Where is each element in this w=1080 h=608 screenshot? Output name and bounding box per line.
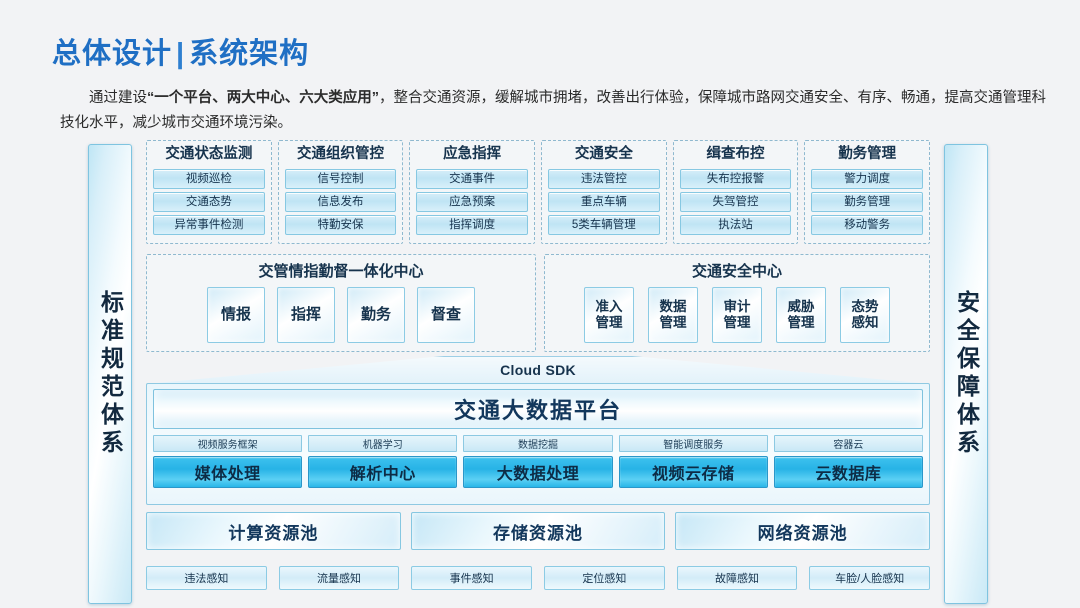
service-label[interactable]: 容器云 (773, 435, 924, 452)
sensing-layer: 违法感知 流量感知 事件感知 定位感知 故障感知 车脸/人脸感知 (146, 566, 931, 590)
app-item[interactable]: 异常事件检测 (153, 214, 265, 235)
resource-pool[interactable]: 计算资源池 (146, 512, 401, 550)
service-label[interactable]: 视频服务框架 (153, 435, 303, 452)
page-title: 总体设计|系统架构 (52, 30, 309, 72)
architecture-diagram: 标准规范体系 安全保障体系 交通状态监测 视频巡检 交通态势 异常事件检测 交通… (88, 140, 988, 608)
center-item[interactable]: 态势感知 (840, 287, 890, 343)
app-group-title: 交通状态监测 (165, 146, 253, 162)
app-item[interactable]: 5类车辆管理 (548, 214, 660, 235)
intro-highlight: “一个平台、两大中心、六大类应用” (147, 90, 379, 106)
page-title-sub: 系统架构 (189, 38, 310, 70)
sensing-item[interactable]: 事件感知 (411, 566, 533, 590)
center-item[interactable]: 数据管理 (648, 287, 698, 343)
app-item[interactable]: 指挥调度 (416, 214, 529, 235)
sensing-item[interactable]: 故障感知 (676, 566, 798, 590)
app-group-title: 缉查布控 (706, 146, 765, 162)
app-group-title: 交通安全 (574, 146, 633, 162)
sensing-item[interactable]: 违法感知 (146, 566, 267, 590)
app-item[interactable]: 移动警务 (811, 214, 924, 235)
app-item[interactable]: 失布控报警 (679, 168, 792, 189)
app-group-traffic-state-monitoring[interactable]: 交通状态监测 视频巡检 交通态势 异常事件检测 (146, 140, 272, 244)
layer-stack: 交通状态监测 视频巡检 交通态势 异常事件检测 交通组织管控 信号控制 信息发布… (146, 140, 931, 608)
app-item[interactable]: 失驾管控 (679, 191, 792, 212)
center-item[interactable]: 准入管理 (584, 287, 634, 343)
center-layer: 交管情指勤督一体化中心 情报 指挥 勤务 督查 交通安全中心 准入管理 数据管理… (146, 254, 930, 352)
center-items: 准入管理 数据管理 审计管理 威胁管理 态势感知 (555, 287, 919, 343)
center-item[interactable]: 威胁管理 (776, 287, 826, 343)
center-item[interactable]: 督查 (417, 287, 475, 343)
sensing-item[interactable]: 定位感知 (544, 566, 665, 590)
page-title-main: 总体设计 (52, 38, 173, 70)
center-item[interactable]: 勤务 (347, 287, 405, 343)
intro-text-2: ，整合交通资源，缓解城市拥堵，改善出行体验，保障城市路网交通安全、有序、畅通，提… (60, 90, 1046, 132)
platform-service-labels: 视频服务框架 机器学习 数据挖掘 智能调度服务 容器云 (153, 435, 924, 452)
resource-pool[interactable]: 存储资源池 (410, 512, 666, 550)
app-group-emergency-command[interactable]: 应急指挥 交通事件 应急预案 指挥调度 (409, 140, 536, 244)
app-group-investigation-deployment[interactable]: 缉查布控 失布控报警 失驾管控 执法站 (672, 140, 799, 244)
pillar-standards: 标准规范体系 (88, 144, 132, 604)
center-traffic-safety[interactable]: 交通安全中心 准入管理 数据管理 审计管理 威胁管理 态势感知 (544, 254, 930, 352)
app-item[interactable]: 违法管控 (548, 168, 660, 189)
service-block[interactable]: 解析中心 (308, 456, 458, 488)
service-block[interactable]: 媒体处理 (153, 456, 303, 488)
center-item[interactable]: 审计管理 (712, 287, 762, 343)
app-item[interactable]: 信息发布 (284, 191, 397, 212)
app-group-traffic-safety[interactable]: 交通安全 违法管控 重点车辆 5类车辆管理 (541, 140, 667, 244)
center-item[interactable]: 指挥 (277, 287, 335, 343)
service-block[interactable]: 云数据库 (773, 456, 924, 488)
pillar-security: 安全保障体系 (944, 144, 988, 604)
pillar-security-label: 安全保障体系 (953, 290, 980, 458)
pillar-standards-label: 标准规范体系 (97, 290, 124, 458)
resource-pool[interactable]: 网络资源池 (675, 512, 931, 550)
platform-service-blocks: 媒体处理 解析中心 大数据处理 视频云存储 云数据库 (153, 456, 924, 488)
center-integrated-traffic-command[interactable]: 交管情指勤督一体化中心 情报 指挥 勤务 督查 (146, 254, 536, 352)
app-item[interactable]: 交通事件 (416, 168, 529, 189)
app-group-traffic-organization-control[interactable]: 交通组织管控 信号控制 信息发布 特勤安保 (277, 140, 404, 244)
page-title-separator: | (176, 38, 186, 70)
app-item[interactable]: 信号控制 (284, 168, 397, 189)
app-item[interactable]: 重点车辆 (548, 191, 660, 212)
service-label[interactable]: 机器学习 (308, 435, 458, 452)
app-item[interactable]: 视频巡检 (153, 168, 265, 189)
resource-pool-layer: 计算资源池 存储资源池 网络资源池 (146, 512, 931, 550)
app-group-title: 交通组织管控 (297, 146, 384, 162)
app-group-duty-management[interactable]: 勤务管理 警力调度 勤务管理 移动警务 (804, 140, 931, 244)
application-layer: 交通状态监测 视频巡检 交通态势 异常事件检测 交通组织管控 信号控制 信息发布… (146, 140, 931, 244)
sensing-item[interactable]: 车脸/人脸感知 (809, 566, 931, 590)
app-item[interactable]: 执法站 (679, 214, 792, 235)
cloud-sdk-connector: Cloud SDK (146, 356, 930, 384)
cloud-sdk-label: Cloud SDK (500, 362, 576, 378)
app-item[interactable]: 勤务管理 (811, 191, 924, 212)
app-item[interactable]: 应急预案 (416, 191, 529, 212)
service-label[interactable]: 智能调度服务 (618, 435, 768, 452)
service-block[interactable]: 大数据处理 (463, 456, 613, 488)
sensing-item[interactable]: 流量感知 (278, 566, 400, 590)
center-items: 情报 指挥 勤务 督查 (157, 287, 525, 343)
intro-paragraph: 通过建设“一个平台、两大中心、六大类应用”，整合交通资源，缓解城市拥堵，改善出行… (60, 86, 1060, 137)
app-item[interactable]: 特勤安保 (284, 214, 397, 235)
app-item[interactable]: 警力调度 (811, 168, 924, 189)
platform-title: 交通大数据平台 (153, 389, 923, 429)
service-label[interactable]: 数据挖掘 (463, 435, 613, 452)
center-title: 交管情指勤督一体化中心 (258, 263, 424, 280)
app-group-title: 勤务管理 (838, 146, 897, 162)
big-data-platform: 交通大数据平台 视频服务框架 机器学习 数据挖掘 智能调度服务 容器云 媒体处理… (146, 383, 930, 505)
app-item[interactable]: 交通态势 (153, 191, 265, 212)
center-item[interactable]: 情报 (207, 287, 265, 343)
center-title: 交通安全中心 (691, 263, 782, 280)
app-group-title: 应急指挥 (443, 146, 502, 162)
intro-text-1: 通过建设 (89, 90, 147, 106)
service-block[interactable]: 视频云存储 (618, 456, 768, 488)
